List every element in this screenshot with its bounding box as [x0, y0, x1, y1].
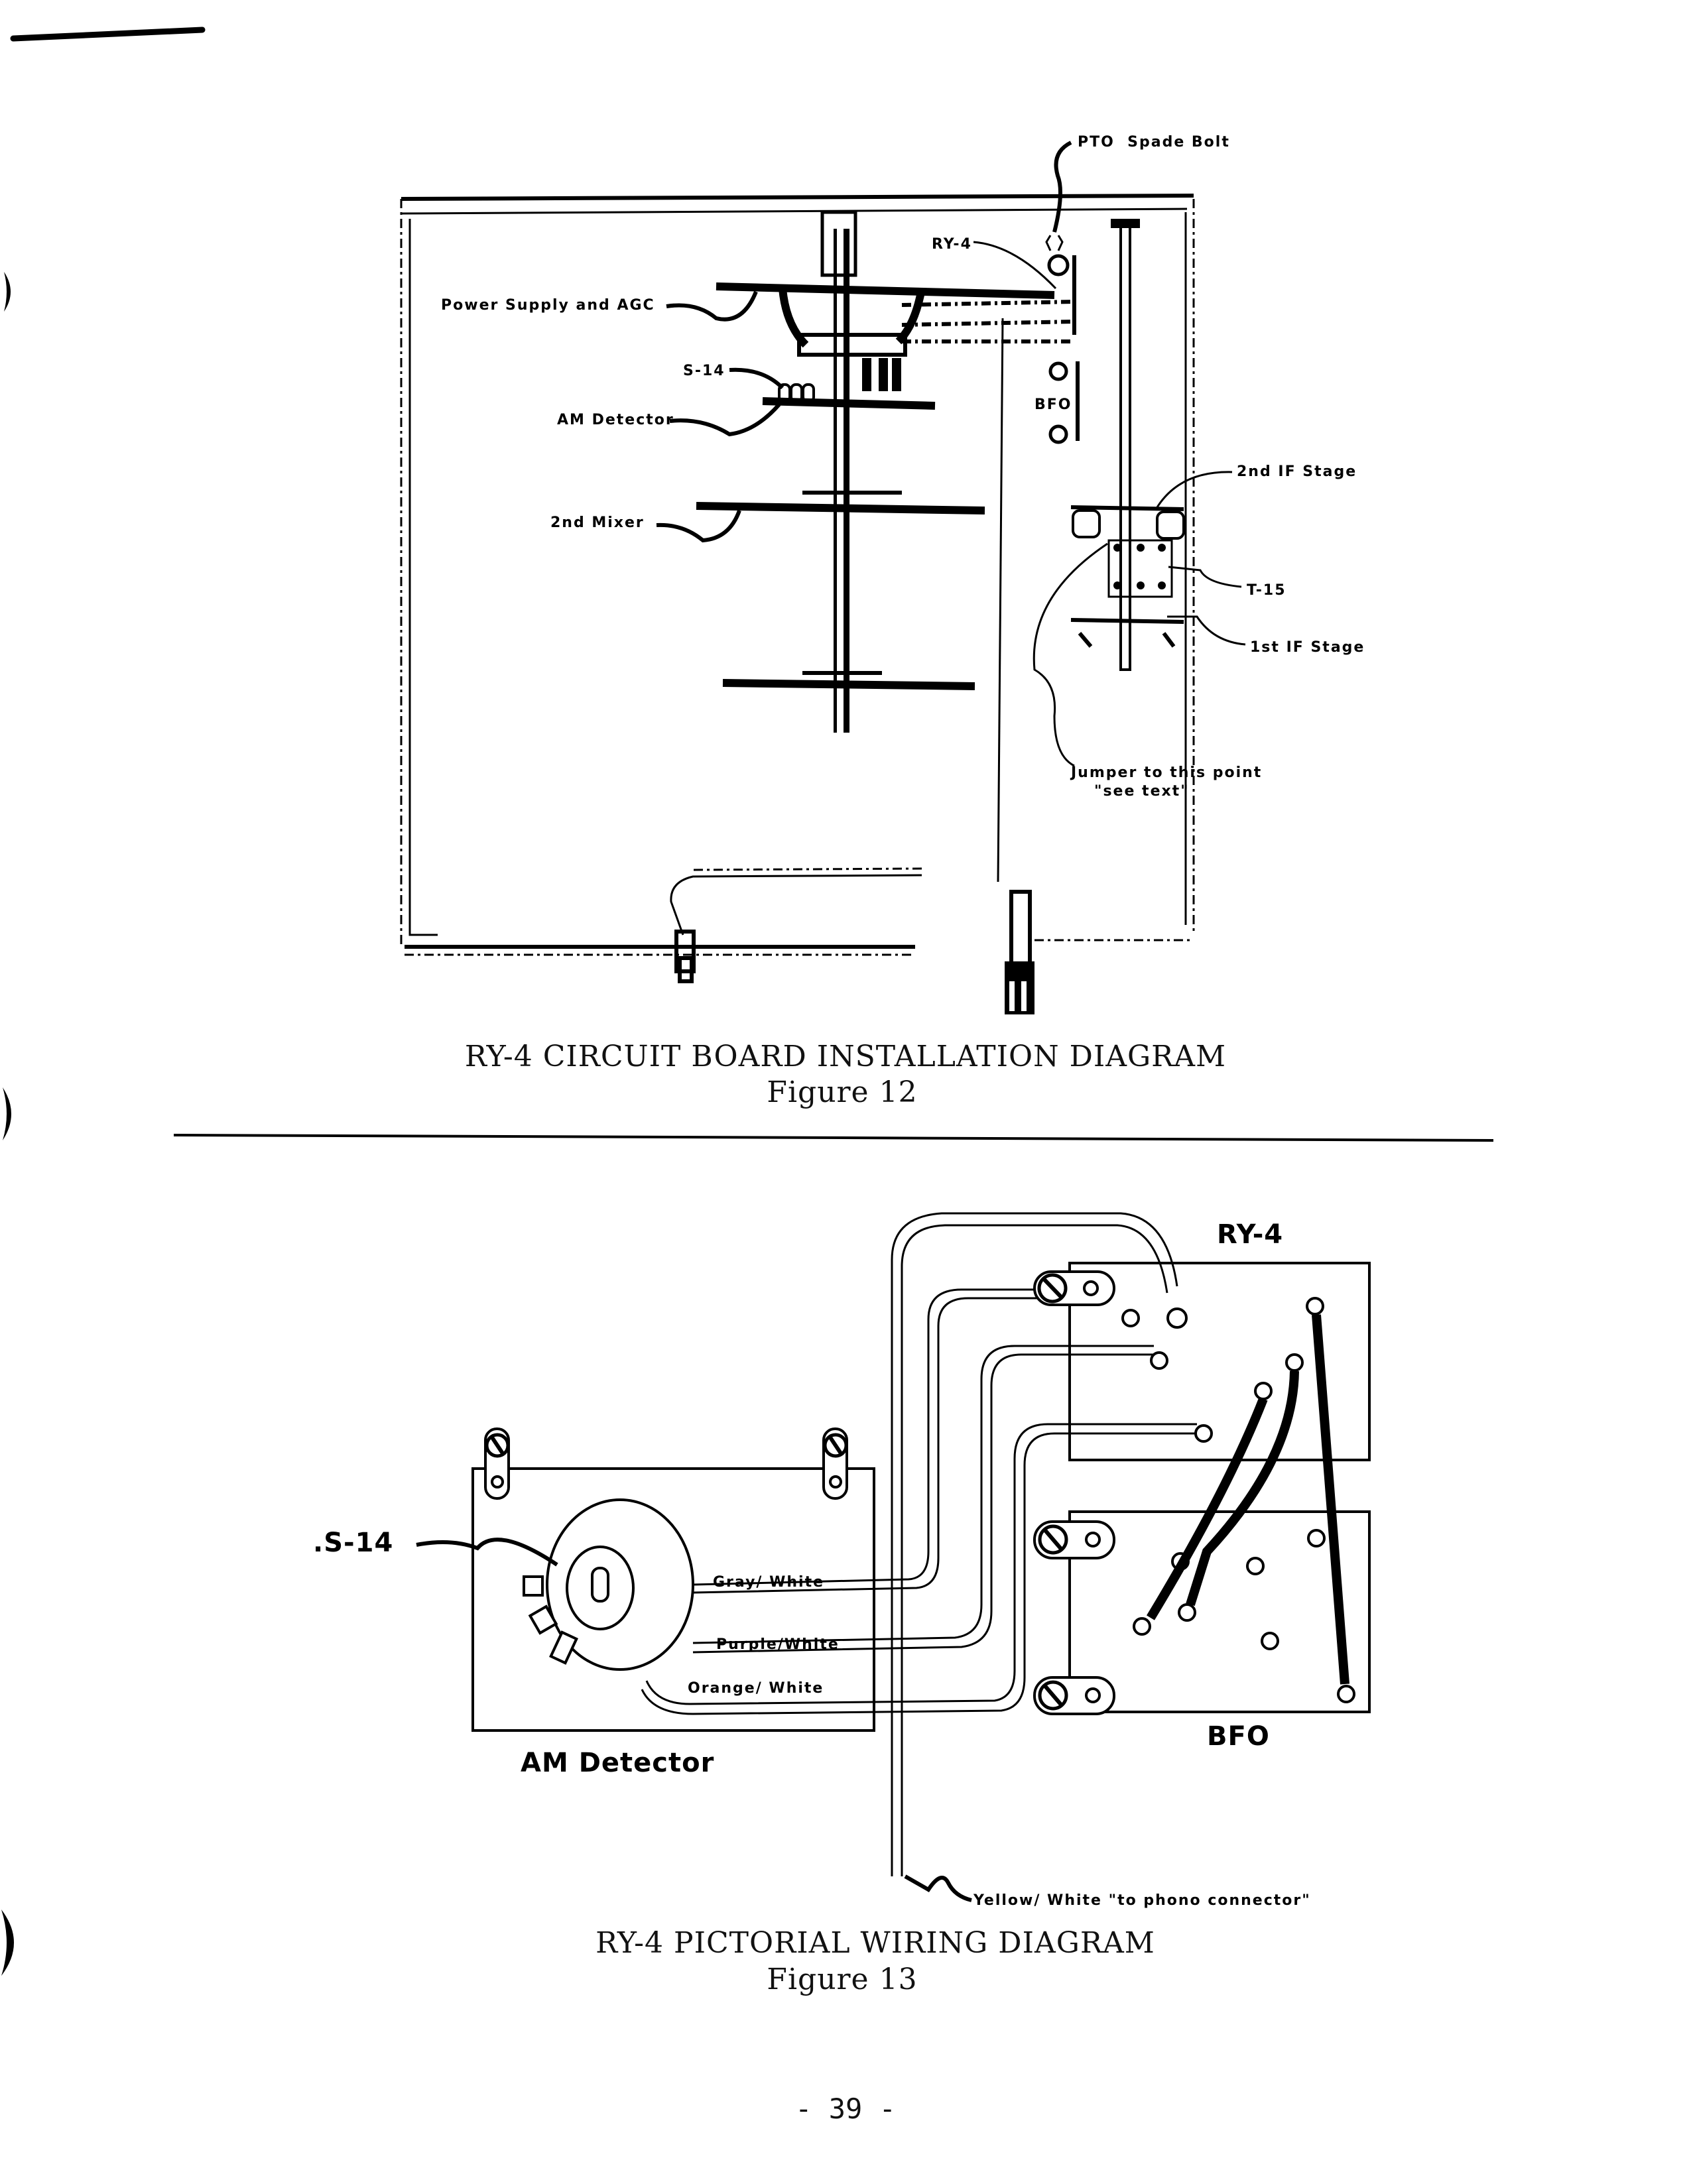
- scan-streak: [10, 27, 206, 42]
- mounting-screw-icon: [1033, 1676, 1115, 1715]
- terminal-icon: [1307, 1529, 1326, 1547]
- label-pto-spade-bolt: PTO Spade Bolt: [1078, 134, 1230, 151]
- mounting-screw-icon: [822, 1427, 848, 1500]
- leader-second-mixer: [656, 509, 741, 543]
- label-gray-white: Gray/ White: [713, 1574, 824, 1591]
- if-stages-assembly: [1070, 219, 1185, 671]
- s14-switch: [778, 358, 901, 403]
- figure-13-caption-title: RY-4 PICTORIAL WIRING DIAGRAM: [595, 1926, 1155, 1960]
- terminal-icon: [1150, 1351, 1168, 1370]
- terminal-icon: [1261, 1632, 1279, 1650]
- leader-first-if: [1167, 615, 1246, 646]
- terminal-icon: [1254, 1382, 1273, 1400]
- pto-spade-bolt-icon: [1045, 235, 1064, 251]
- label-s14: .S-14: [313, 1528, 393, 1558]
- figure-13-caption-number: Figure 13: [767, 1963, 917, 1996]
- leader-second-if: [1156, 471, 1233, 508]
- label-s14: S-14: [683, 363, 725, 379]
- leader-ry4: [973, 241, 1057, 290]
- leader-power-supply: [666, 290, 758, 322]
- power-supply-board: [716, 282, 1055, 299]
- terminal-icon: [1166, 1307, 1188, 1329]
- am-detector-board-fig13: [471, 1212, 1197, 1876]
- label-first-if-stage: 1st IF Stage: [1250, 639, 1365, 656]
- terminal-icon: [1337, 1685, 1355, 1703]
- figure-12-caption-title: RY-4 CIRCUIT BOARD INSTALLATION DIAGRAM: [465, 1040, 1226, 1073]
- label-bfo: BFO: [1207, 1721, 1270, 1752]
- terminal-icon: [1306, 1297, 1324, 1315]
- wire-purple-white: [692, 1345, 1154, 1654]
- leader-yellow-white: [904, 1874, 972, 1902]
- mounting-screw-icon: [1033, 1270, 1115, 1306]
- connector-block: [797, 333, 907, 357]
- wire-orange-white: [641, 1423, 1197, 1715]
- ry4-board-fig13: [1033, 1262, 1371, 1461]
- ribbon-to-ry4: [901, 300, 1075, 343]
- terminal-icon: [1121, 1309, 1140, 1327]
- binding-hole-2: [3, 1087, 11, 1140]
- main-shaft: [820, 210, 857, 733]
- figure-12-caption-number: Figure 12: [767, 1075, 917, 1109]
- label-jumper-line2: "see text": [1094, 783, 1190, 800]
- terminal-icon: [1133, 1617, 1151, 1636]
- ry4-board-fig12: [997, 254, 1080, 882]
- jumper-wire-3: [1312, 1314, 1349, 1685]
- terminal-icon: [1246, 1557, 1265, 1575]
- label-am-detector: AM Detector: [557, 412, 674, 428]
- label-t15: T-15: [1247, 582, 1286, 599]
- leader-s14: [416, 1538, 558, 1567]
- jumper-wire-1: [1147, 1397, 1268, 1620]
- terminal-icon: [1285, 1353, 1304, 1372]
- label-orange-white: Orange/ White: [688, 1680, 824, 1697]
- wire-gray-white: [692, 1288, 1074, 1594]
- bottom-cable-and-connector-left: [670, 867, 922, 983]
- lower-board-edge: [722, 679, 975, 690]
- bfo-board-fig13: [1033, 1510, 1371, 1715]
- label-jumper-line1: Jumper to this point: [1070, 764, 1262, 781]
- binding-hole-1: [4, 272, 11, 312]
- s14-wafer-switch: [523, 1498, 694, 1671]
- wire-yellow-white: [891, 1212, 1178, 1876]
- power-supply-wire-right: [895, 287, 926, 345]
- power-supply-wire-left: [779, 288, 809, 348]
- label-second-mixer: 2nd Mixer: [550, 515, 645, 531]
- label-bfo: BFO: [1034, 396, 1072, 413]
- leader-t15: [1168, 566, 1242, 588]
- figure-13-wiring-diagram: RY-4 BFO AM Detector .S-14 Gray/ White P…: [313, 1212, 1371, 1996]
- section-divider: [173, 1134, 1494, 1142]
- label-power-supply-agc: Power Supply and AGC: [441, 297, 655, 314]
- label-second-if-stage: 2nd IF Stage: [1237, 463, 1357, 480]
- leader-am-detector: [669, 403, 781, 437]
- page-number: - 39 -: [795, 2093, 896, 2125]
- leader-s14: [729, 367, 784, 390]
- second-mixer-board-edge: [696, 502, 985, 515]
- mounting-screw-icon: [1033, 1520, 1115, 1559]
- leader-pto: [1052, 141, 1072, 233]
- label-ry4: RY-4: [932, 236, 972, 253]
- binding-hole-3: [1, 1910, 14, 1976]
- leader-jumper: [1033, 542, 1108, 767]
- label-purple-white: Purple/White: [716, 1636, 840, 1653]
- label-ry4: RY-4: [1217, 1219, 1283, 1250]
- label-yellow-white: Yellow/ White "to phono connector": [973, 1892, 1311, 1909]
- jumper-wire-2: [1186, 1370, 1299, 1607]
- terminal-icon: [1178, 1603, 1196, 1622]
- phono-connector: [1005, 890, 1034, 1014]
- am-detector-board: [762, 397, 936, 410]
- figure-12-installation-diagram: PTO Spade Bolt RY-4 Power Supply and AGC…: [400, 134, 1365, 1109]
- mounting-screw-icon: [484, 1427, 510, 1500]
- label-am-detector: AM Detector: [521, 1748, 714, 1778]
- terminal-icon: [1194, 1424, 1213, 1443]
